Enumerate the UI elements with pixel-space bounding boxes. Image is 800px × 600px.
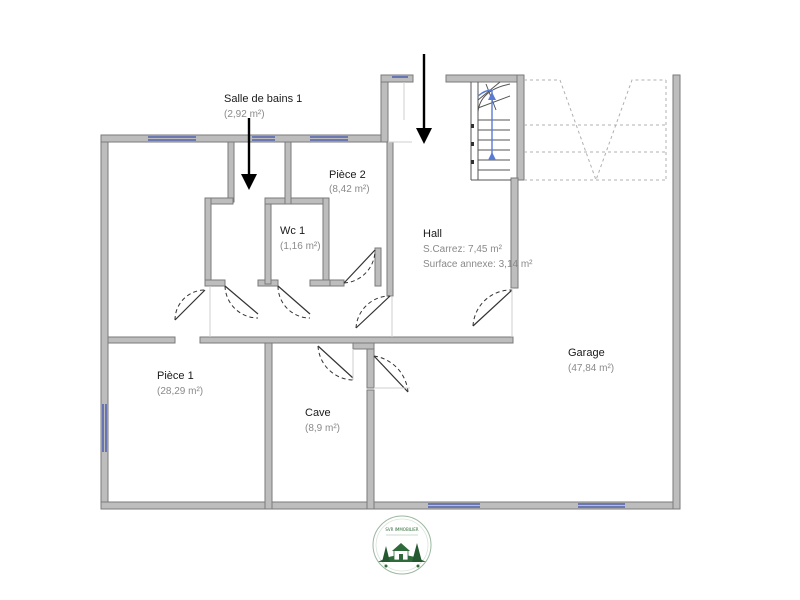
- room-label-hall: Hall: [423, 228, 442, 240]
- room-label-wc: Wc 1: [280, 225, 305, 237]
- opening-lines: [209, 82, 513, 389]
- room-area-wc: (1,16 m²): [280, 241, 321, 252]
- room-area-salle-de-bains: (2,92 m²): [224, 109, 265, 120]
- room-area-garage: (47,84 m²): [568, 363, 614, 374]
- room-area-piece-2: (8,42 m²): [329, 184, 370, 195]
- room-area-hall-carrez: S.Carrez: 7,45 m²: [423, 244, 503, 255]
- room-label-salle-de-bains: Salle de bains 1: [224, 93, 302, 105]
- windows: [102, 76, 625, 508]
- outer-walls: [100, 74, 681, 510]
- room-label-piece-2: Pièce 2: [329, 169, 366, 181]
- room-area-piece-1: (28,29 m²): [157, 386, 203, 397]
- room-area-cave: (8,9 m²): [305, 423, 340, 434]
- entry-arrow-hall: [416, 54, 432, 144]
- doors: [174, 249, 513, 393]
- interior-walls: [107, 141, 519, 510]
- logo-text: SVR IMMOBILIER: [385, 527, 418, 532]
- room-label-piece-1: Pièce 1: [157, 370, 194, 382]
- carport-outline: [524, 79, 667, 182]
- room-label-garage: Garage: [568, 347, 605, 359]
- stairs: [470, 81, 511, 181]
- entry-arrow-salle-de-bains: [241, 118, 257, 190]
- room-label-cave: Cave: [305, 407, 331, 419]
- room-area-hall-annexe: Surface annexe: 3,14 m²: [423, 259, 533, 270]
- agency-logo: SVR IMMOBILIER: [372, 515, 432, 575]
